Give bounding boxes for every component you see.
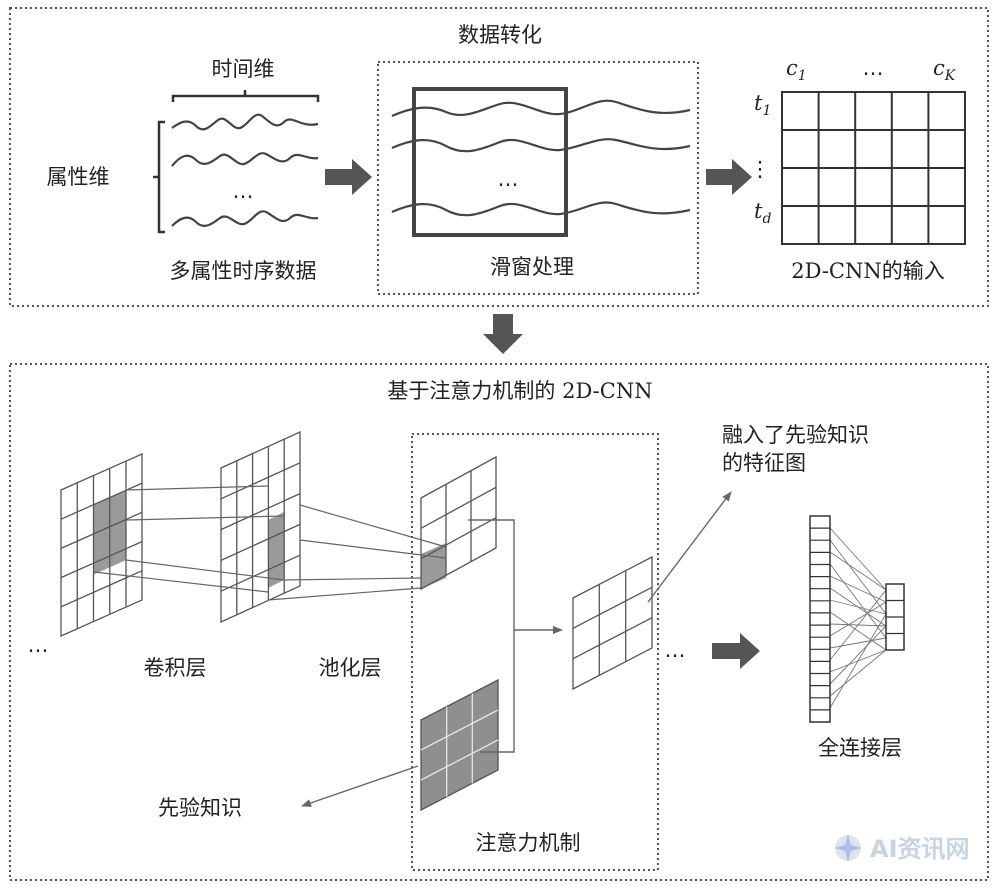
window-caption: 滑窗处理 (490, 255, 574, 279)
raw-caption: 多属性时序数据 (170, 259, 317, 283)
feature-callout-arrow (647, 491, 732, 603)
conv-pool-connectors (93, 485, 285, 593)
fully-connected-layer (809, 515, 905, 723)
attention-cnn-panel (9, 363, 989, 881)
sliding-window-stage: … 滑窗处理 (377, 61, 699, 295)
mid-ellipsis: … (665, 638, 686, 662)
watermark: AI资讯网 (834, 834, 970, 863)
flow-arrow (325, 159, 372, 195)
row-label-ellipsis: ⋮ (750, 157, 771, 181)
cnn-input-grid: c1 … cK t1 ⋮ td 2D-CNN的输入 (750, 56, 966, 283)
sliding-window-box (377, 61, 699, 295)
attr-dim-label: 属性维 (47, 165, 110, 189)
data-transform-title: 数据转化 (458, 23, 542, 47)
feature-label-line1: 融入了先验知识 (722, 423, 869, 447)
attention-label: 注意力机制 (476, 831, 581, 855)
row-label-last: td (754, 199, 771, 227)
time-dim-label: 时间维 (212, 57, 275, 81)
fc-layer-label: 全连接层 (818, 736, 902, 760)
pool-layer-label: 池化层 (319, 656, 382, 680)
window-frame (412, 87, 568, 237)
prior-knowledge-grid (420, 678, 499, 812)
watermark-logo (834, 834, 862, 862)
time-dim-bracket (171, 90, 320, 102)
prior-knowledge-label: 先验知识 (158, 796, 242, 820)
series-line (391, 99, 691, 118)
attr-dim-bracket (153, 120, 165, 234)
col-label-last: cK (933, 56, 957, 84)
raw-time-series: 时间维 属性维 … 多属性时序数据 (47, 57, 320, 283)
attention-feature-grid (420, 455, 497, 591)
attention-flow-lines (468, 519, 563, 753)
pool-attention-connectors (267, 504, 447, 601)
fused-feature-map (572, 555, 653, 691)
grid-caption: 2D-CNN的输入 (791, 259, 945, 283)
feature-label-line2: 的特征图 (722, 451, 806, 475)
raw-ellipsis: … (233, 179, 254, 203)
flow-arrow (712, 633, 760, 669)
series-line (391, 138, 691, 153)
input-grid-cells (781, 91, 966, 245)
flow-arrow (706, 159, 752, 195)
window-ellipsis: … (498, 167, 519, 191)
series-line (171, 210, 319, 227)
data-transform-panel (9, 7, 989, 307)
series-line (171, 152, 319, 167)
left-ellipsis: … (28, 633, 49, 657)
attention-box (411, 433, 659, 871)
conv-layer-label: 卷积层 (144, 656, 207, 680)
col-label-first: c1 (786, 56, 807, 84)
series-line (391, 201, 691, 217)
panel-transition-arrow (483, 314, 523, 354)
conv-layer-grid (60, 452, 143, 638)
row-label-first: t1 (754, 91, 771, 119)
watermark-text: AI资讯网 (870, 835, 970, 863)
pool-layer-grid (220, 430, 301, 624)
prior-callout-arrow (301, 765, 419, 807)
attention-cnn-title: 基于注意力机制的 2D-CNN (387, 379, 652, 403)
series-line (171, 113, 319, 131)
col-label-ellipsis: … (863, 56, 884, 80)
